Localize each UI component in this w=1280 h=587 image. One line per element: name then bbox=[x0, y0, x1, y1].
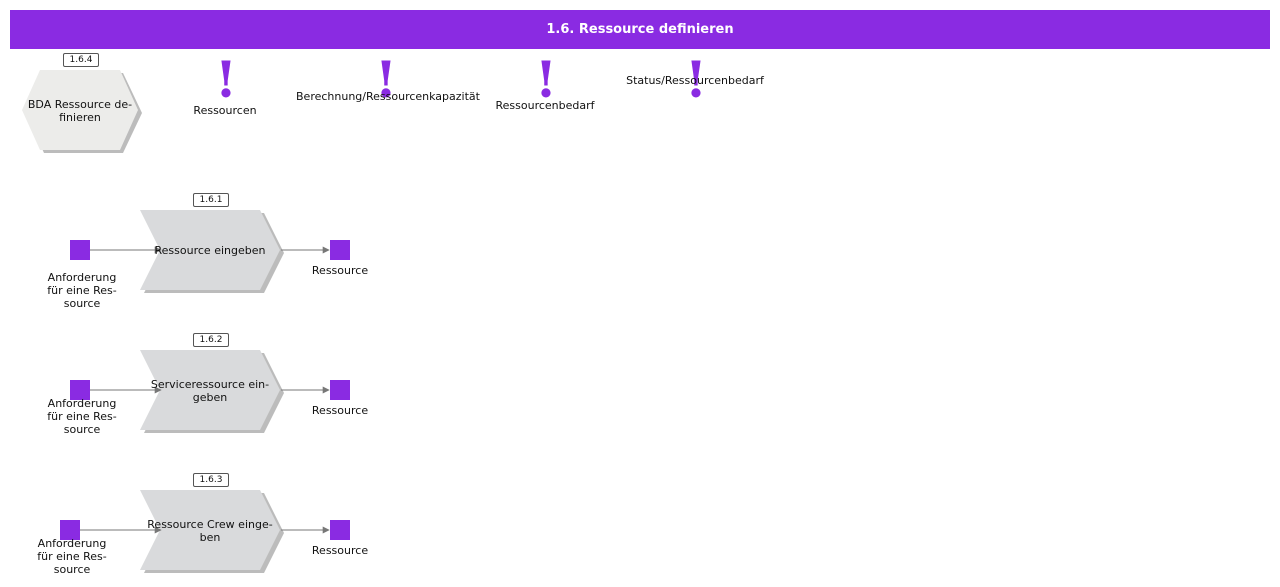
input-information-object-1[interactable] bbox=[70, 240, 90, 260]
function-id-tag-2: 1.6.2 bbox=[193, 333, 229, 347]
exclamation-icon: ! bbox=[215, 50, 237, 109]
function-chevron-3[interactable] bbox=[140, 490, 280, 570]
input-label-1: Anforderung für eine Res-source bbox=[47, 271, 117, 310]
function-chevron-1[interactable] bbox=[140, 210, 280, 290]
output-information-object-1[interactable] bbox=[330, 240, 350, 260]
function-chevron-2[interactable] bbox=[140, 350, 280, 430]
function-label-1: Ressource eingeben bbox=[154, 244, 266, 257]
output-label-2: Ressource bbox=[311, 404, 369, 417]
attribute-label-ressourcenbedarf: Ressourcenbedarf bbox=[495, 99, 595, 112]
attribute-label-berechnung: Berechnung/Ressourcenkapazität bbox=[296, 90, 480, 103]
diagram-title-bar: 1.6. Ressource definieren bbox=[10, 10, 1270, 49]
attribute-label-ressourcen: Ressourcen bbox=[193, 104, 257, 117]
exclamation-icon: ! bbox=[535, 50, 557, 109]
output-label-1: Ressource bbox=[311, 264, 369, 277]
input-information-object-3[interactable] bbox=[60, 520, 80, 540]
input-label-3: Anforderung für eine Res-source bbox=[37, 537, 107, 576]
process-interface-hexagon[interactable] bbox=[22, 70, 138, 150]
output-information-object-2[interactable] bbox=[330, 380, 350, 400]
function-id-tag-3: 1.6.3 bbox=[193, 473, 229, 487]
process-interface-label: BDA Ressource de-finieren bbox=[27, 98, 133, 124]
attribute-label-status: Status/Ressourcenbedarf bbox=[626, 74, 764, 87]
diagram-title: 1.6. Ressource definieren bbox=[546, 22, 734, 37]
exclamation-icon: ! bbox=[375, 50, 397, 109]
function-label-3: Ressource Crew einge-ben bbox=[147, 518, 273, 544]
exclamation-icon: ! bbox=[685, 50, 707, 109]
function-id-tag-1: 1.6.1 bbox=[193, 193, 229, 207]
input-label-2: Anforderung für eine Res-source bbox=[47, 397, 117, 436]
function-label-2: Serviceressource ein-geben bbox=[150, 378, 270, 404]
input-information-object-2[interactable] bbox=[70, 380, 90, 400]
output-label-3: Ressource bbox=[311, 544, 369, 557]
output-information-object-3[interactable] bbox=[330, 520, 350, 540]
process-interface-id-tag: 1.6.4 bbox=[63, 53, 99, 67]
